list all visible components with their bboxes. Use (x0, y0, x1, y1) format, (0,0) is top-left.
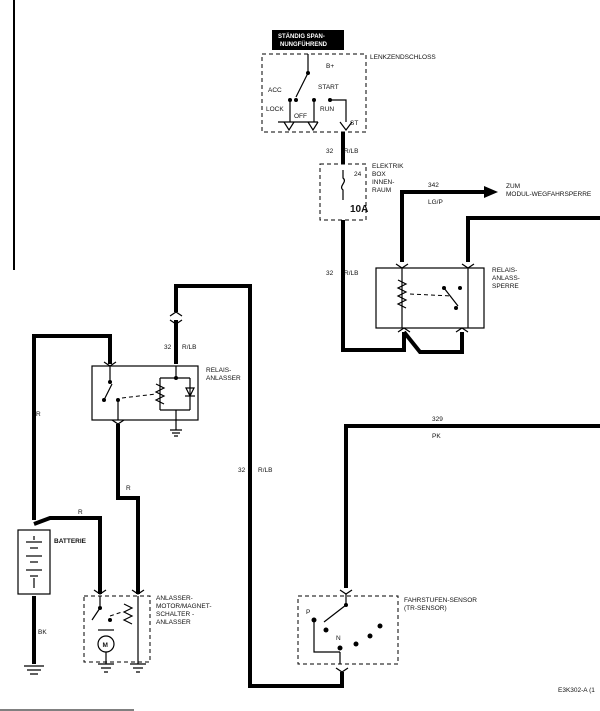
relay-block: RELAIS- ANLASS- SPERRE (375, 263, 520, 333)
ignition-header-line1: STÄNDIG SPAN- (278, 33, 325, 40)
tr-sensor-outline (297, 595, 399, 665)
wire-r-left: R (36, 411, 41, 418)
wire-bk: BK (38, 629, 47, 636)
ignition-b-plus: B+ (326, 63, 334, 70)
ignition-run: RUN (320, 106, 334, 113)
tr-sensor-p: P (306, 609, 310, 616)
starter-motor-line1: ANLASSER- (156, 595, 193, 602)
wire-32-top: 32 (326, 148, 334, 155)
relay-block-outline (375, 267, 485, 329)
wire-fuse-relay (341, 220, 406, 352)
ignition-header-line2: NUNGFÜHREND (280, 41, 328, 48)
fuse-box: ELEKTRIK BOX INNEN- RAUM 24 10A (319, 163, 404, 221)
battery-outline (17, 529, 51, 595)
module-line1: ZUM (506, 183, 520, 190)
starter-motor-line4: ANLASSER (156, 619, 191, 626)
ignition-lock: LOCK (266, 106, 284, 113)
tr-sensor: FAHRSTUFEN-SENSOR (TR-SENSOR) P N (297, 589, 477, 673)
battery-label: BATTERIE (54, 538, 87, 545)
wire-32-top-color: R/LB (344, 148, 358, 155)
wire-32-left-label: 32 (164, 344, 172, 351)
wire-32-long-label: 32 (238, 467, 246, 474)
wire-battery-feed (32, 334, 112, 520)
wire-342 (400, 190, 486, 262)
wire-32-long (174, 284, 344, 688)
wire-r-top: R (78, 509, 83, 516)
relay-block-line2: ANLASS- (492, 275, 520, 282)
starter-motor-line3: SCHALTER - (156, 611, 194, 618)
fuse-rating: 10A (350, 204, 368, 215)
wire-32-mid-color: R/LB (344, 270, 358, 277)
ignition-st: ST (350, 120, 358, 127)
wire-329-color: PK (432, 433, 441, 440)
wire-342-color: LG/P (428, 199, 443, 206)
tr-sensor-n: N (336, 635, 341, 642)
relay-block-line1: RELAIS- (492, 267, 517, 274)
figure-id: E3K302-A (1 (558, 687, 595, 694)
fuse-box-title-1: ELEKTRIK (372, 163, 404, 170)
wire-32-mid: 32 (326, 270, 334, 277)
starter-relay-line2: ANLASSER (206, 375, 241, 382)
wire-342-label: 342 (428, 182, 439, 189)
fuse-number: 24 (354, 171, 362, 178)
fuse-box-title-3: INNEN- (372, 179, 394, 186)
tr-sensor-line1: FAHRSTUFEN-SENSOR (404, 597, 477, 604)
ignition-acc: ACC (268, 87, 282, 94)
relay-block-line3: SPERRE (492, 283, 519, 290)
ignition-switch-box (261, 53, 367, 133)
ignition-switch: STÄNDIG SPAN- NUNGFÜHREND LENKZENDSCHLOS… (261, 30, 436, 133)
tr-sensor-line2: (TR-SENSOR) (404, 605, 447, 612)
ignition-title: LENKZENDSCHLOSS (370, 54, 436, 61)
starter-relay: RELAIS- ANLASSER (91, 311, 241, 437)
starter-motor-outline (83, 595, 151, 663)
fuse-box-title-2: BOX (372, 171, 386, 178)
battery: BATTERIE (17, 529, 87, 675)
arrow-to-module (484, 186, 498, 198)
wire-329 (344, 424, 600, 588)
starter-relay-outline (91, 365, 199, 421)
fuse-symbol (340, 170, 346, 200)
starter-motor-line2: MOTOR/MAGNET- (156, 603, 212, 610)
wire-relay-starter (116, 424, 140, 594)
motor-symbol-letter: M (103, 642, 108, 649)
wire-relay-top-right (466, 216, 600, 262)
wire-r-mid: R (126, 485, 131, 492)
starter-relay-line1: RELAIS- (206, 367, 231, 374)
wire-relay-bottom (402, 330, 464, 354)
ignition-header-box (272, 30, 344, 50)
wire-32-left-color: R/LB (182, 344, 196, 351)
wire-329-label: 329 (432, 416, 443, 423)
ignition-start: START (318, 84, 339, 91)
wire-battery-starter (33, 516, 102, 594)
starter-motor: ANLASSER- MOTOR/MAGNET- SCHALTER - ANLAS… (83, 589, 212, 673)
module-line2: MODUL-WEGFAHRSPERRE (506, 191, 592, 198)
wire-32-long-color: R/LB (258, 467, 272, 474)
ignition-off: OFF (294, 113, 307, 120)
fuse-box-title-4: RAUM (372, 187, 391, 194)
